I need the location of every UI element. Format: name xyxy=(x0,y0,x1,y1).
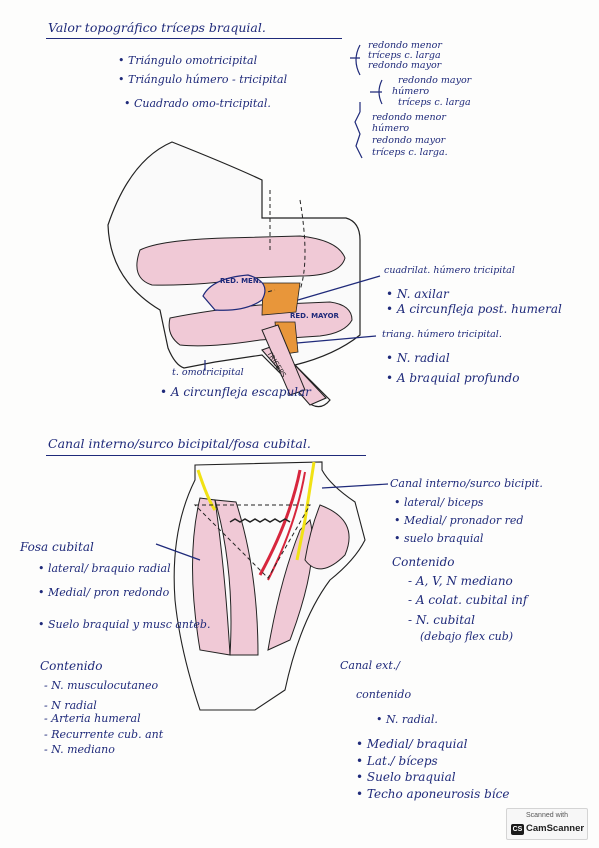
canal-content-item: (debajo flex cub) xyxy=(420,630,514,643)
fosa-title: Fosa cubital xyxy=(20,540,94,554)
branch-c-item: tríceps c. larga. xyxy=(372,147,448,158)
branch-b-item: húmero xyxy=(392,86,430,97)
branch-c-item: redondo mayor xyxy=(372,135,446,146)
ext-limit: • Techo aponeurosis bíce xyxy=(356,787,510,801)
canal-limit: • suelo braquial xyxy=(394,532,484,545)
canal-content-item: - A colat. cubital inf xyxy=(408,593,528,607)
branch-a-item: tríceps c. larga xyxy=(368,50,441,61)
fosa-content-item: - N. mediano xyxy=(44,743,115,756)
canal-content-title: Contenido xyxy=(392,555,455,569)
section1-title: Valor topográfico tríceps braquial. xyxy=(48,20,266,35)
branch-a-item: redondo mayor xyxy=(368,60,442,71)
cuad-item: • N. axilar xyxy=(386,287,449,301)
branch-c-item: húmero xyxy=(372,123,410,134)
tri-title: triang. húmero tricipital. xyxy=(382,329,502,340)
tri-item: • A braquial profundo xyxy=(386,371,520,385)
branch-a-item: redondo menor xyxy=(368,40,442,51)
ext-title: Canal ext./ xyxy=(340,659,400,672)
cuad-item: • A circunfleja post. humeral xyxy=(386,302,562,316)
fosa-content-item: - N. musculocutaneo xyxy=(44,679,159,692)
fosa-content-item: - Arteria humeral xyxy=(44,712,141,725)
ext-limit: • Medial/ braquial xyxy=(356,737,468,751)
bullet-omotricipital: • Triángulo omotricipital xyxy=(118,54,258,67)
badge-caption: Scanned with xyxy=(525,812,569,819)
camscanner-logo-icon: CS xyxy=(511,824,524,835)
fosa-limit: • Suelo braquial y musc anteb. xyxy=(38,618,211,631)
omo-title: t. omotricipital xyxy=(172,367,244,378)
branch-b-item: tríceps c. larga xyxy=(398,97,471,108)
canal-content-item: - N. cubital xyxy=(408,613,476,627)
section2-title: Canal interno/surco bicipital/fosa cubit… xyxy=(48,436,311,451)
section2-title-underline xyxy=(46,455,366,457)
canal-limit: • Medial/ pronador red xyxy=(394,514,524,527)
branch-c-item: redondo menor xyxy=(372,112,446,123)
canal-limit: • lateral/ biceps xyxy=(394,496,484,509)
bullet-humero-tricipital: • Triángulo húmero - tricipital xyxy=(118,73,288,86)
branch-b-item: redondo mayor xyxy=(398,75,472,86)
canal-title: Canal interno/surco bicipit. xyxy=(390,477,543,490)
section1-title-underline xyxy=(46,38,342,40)
label-red-men: RED. MEN. xyxy=(220,277,262,285)
label-red-mayor: RED. MAYOR xyxy=(290,312,339,320)
fosa-content-item: - N radial xyxy=(44,699,97,712)
fosa-limit: • lateral/ braquio radial xyxy=(38,562,171,575)
ext-content-title: contenido xyxy=(356,688,412,701)
fosa-limit: • Medial/ pron redondo xyxy=(38,586,170,599)
ext-limit: • Suelo braquial xyxy=(356,770,456,784)
badge-app-name: CamScanner xyxy=(526,823,585,834)
ext-limit: • Lat./ bíceps xyxy=(356,754,438,768)
omo-item: • A circunfleja escapular xyxy=(160,385,311,399)
fosa-content-title: Contenido xyxy=(40,659,103,673)
cuad-title: cuadrilat. húmero tricipital xyxy=(384,265,515,276)
ext-content-item: • N. radial. xyxy=(376,713,438,726)
fosa-content-item: - Recurrente cub. ant xyxy=(44,728,164,741)
bullet-cuadrado: • Cuadrado omo-tricipital. xyxy=(124,97,271,110)
canal-content-item: - A, V, N mediano xyxy=(408,574,513,588)
camscanner-badge: Scanned with CS CamScanner xyxy=(506,808,588,840)
tri-item: • N. radial xyxy=(386,351,450,365)
